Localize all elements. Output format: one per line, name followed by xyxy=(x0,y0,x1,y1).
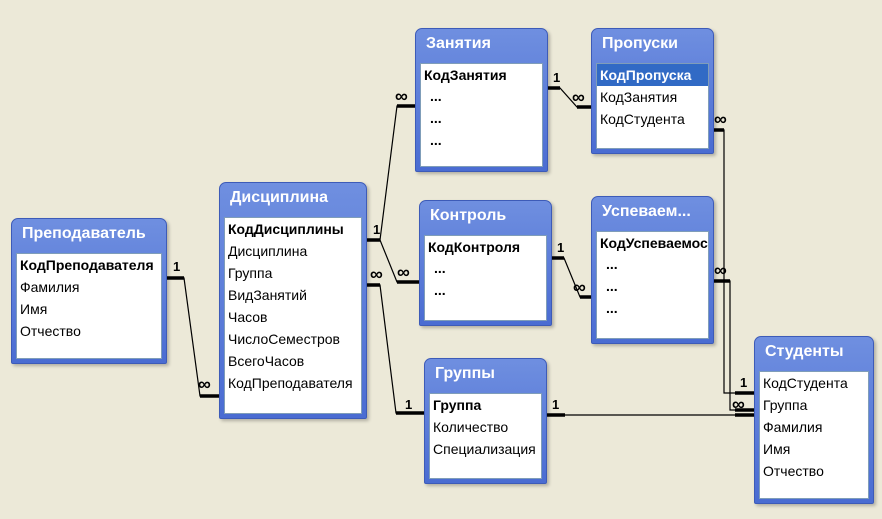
field-list: КодКонтроля ... ... xyxy=(424,235,547,321)
field-primary-key[interactable]: Группа xyxy=(433,397,482,413)
link-disc-gruppy xyxy=(362,284,425,414)
field[interactable]: Количество xyxy=(433,419,509,435)
table-kontrol[interactable]: Контроль КодКонтроля ... ... xyxy=(419,200,552,326)
field[interactable]: Отчество xyxy=(763,463,824,479)
field[interactable]: КодСтудента xyxy=(600,111,685,127)
field[interactable]: Отчество xyxy=(20,323,81,339)
field-primary-key[interactable]: КодПреподавателя xyxy=(20,257,154,273)
field[interactable]: КодСтудента xyxy=(763,375,848,391)
field-ellipsis[interactable]: ... xyxy=(430,132,442,148)
field-list: КодДисциплины Дисциплина Группа ВидЗанят… xyxy=(224,217,362,414)
table-uspevaemost[interactable]: Успеваем... КодУспеваемост ... ... ... xyxy=(591,196,714,344)
field[interactable]: Фамилия xyxy=(20,279,80,295)
table-title: Группы xyxy=(435,365,495,382)
cardinality-one: 1 xyxy=(740,375,748,390)
field[interactable]: ВсегоЧасов xyxy=(228,353,305,369)
table-title: Пропуски xyxy=(602,35,678,52)
table-title: Успеваем... xyxy=(602,203,691,220)
field[interactable]: Имя xyxy=(763,441,791,457)
field-ellipsis[interactable]: ... xyxy=(434,282,446,298)
field[interactable]: Имя xyxy=(20,301,48,317)
cardinality-many: ∞ xyxy=(370,264,383,284)
field-list: КодПропуска КодЗанятия КодСтудента xyxy=(596,63,709,149)
table-title: Контроль xyxy=(430,207,507,224)
table-prepodavatel[interactable]: Преподаватель КодПреподавателя Фамилия И… xyxy=(11,218,167,364)
cardinality-many: ∞ xyxy=(397,262,410,282)
field-ellipsis[interactable]: ... xyxy=(430,88,442,104)
field-primary-key[interactable]: КодДисциплины xyxy=(228,221,344,237)
cardinality-many: ∞ xyxy=(198,374,211,394)
table-studenty[interactable]: Студенты КодСтудента Группа Фамилия Имя … xyxy=(754,336,874,504)
field[interactable]: Группа xyxy=(763,397,808,413)
table-propuski[interactable]: Пропуски КодПропуска КодЗанятия КодСтуде… xyxy=(591,28,714,154)
cardinality-many: ∞ xyxy=(572,87,585,107)
field[interactable]: КодЗанятия xyxy=(600,89,678,105)
field[interactable]: Дисциплина xyxy=(228,243,308,259)
field-list: Группа Количество Специализация xyxy=(429,393,542,479)
cardinality-one: 1 xyxy=(557,240,565,255)
cardinality-one: 1 xyxy=(552,397,560,412)
cardinality-many: ∞ xyxy=(395,86,408,106)
field-ellipsis[interactable]: ... xyxy=(606,300,618,316)
cardinality-many: ∞ xyxy=(573,277,586,297)
cardinality-one: 1 xyxy=(373,222,381,237)
field-ellipsis[interactable]: ... xyxy=(606,278,618,294)
cardinality-many: ∞ xyxy=(714,109,727,129)
table-title: Преподаватель xyxy=(22,225,146,242)
field-list: КодУспеваемост ... ... ... xyxy=(596,231,709,339)
field[interactable]: Часов xyxy=(228,309,268,325)
cardinality-one: 1 xyxy=(553,70,561,85)
table-title: Занятия xyxy=(426,35,491,52)
field-list: КодЗанятия ... ... ... xyxy=(420,63,543,167)
link-disc-zanyatiya xyxy=(362,105,418,241)
cardinality-one: 1 xyxy=(405,397,413,412)
link-prepod-disc xyxy=(166,277,220,397)
field-primary-key[interactable]: КодУспеваемост xyxy=(600,235,709,251)
field[interactable]: Группа xyxy=(228,265,273,281)
table-gruppy[interactable]: Группы Группа Количество Специализация xyxy=(424,358,547,484)
table-disciplina[interactable]: Дисциплина КодДисциплины Дисциплина Груп… xyxy=(219,182,367,419)
cardinality-many: ∞ xyxy=(714,260,727,280)
field[interactable]: ВидЗанятий xyxy=(228,287,307,303)
table-title: Студенты xyxy=(765,343,844,360)
field-primary-key[interactable]: КодКонтроля xyxy=(428,239,521,255)
table-zanyatiya[interactable]: Занятия КодЗанятия ... ... ... xyxy=(415,28,548,172)
field-ellipsis[interactable]: ... xyxy=(430,110,442,126)
field-list: КодСтудента Группа Фамилия Имя Отчество xyxy=(759,371,869,499)
field-list: КодПреподавателя Фамилия Имя Отчество xyxy=(16,253,162,359)
field-ellipsis[interactable]: ... xyxy=(434,260,446,276)
cardinality-many: ∞ xyxy=(732,394,745,414)
field[interactable]: Специализация xyxy=(433,441,536,457)
field-primary-key[interactable]: КодПропуска xyxy=(597,64,708,86)
link-uspev-studenty xyxy=(712,280,755,411)
field-ellipsis[interactable]: ... xyxy=(606,256,618,272)
field[interactable]: КодПреподавателя xyxy=(228,375,353,391)
table-title: Дисциплина xyxy=(230,189,329,206)
field[interactable]: Фамилия xyxy=(763,419,823,435)
field[interactable]: ЧислоСеместров xyxy=(228,331,340,347)
field-primary-key[interactable]: КодЗанятия xyxy=(424,67,507,83)
cardinality-one: 1 xyxy=(173,259,181,274)
